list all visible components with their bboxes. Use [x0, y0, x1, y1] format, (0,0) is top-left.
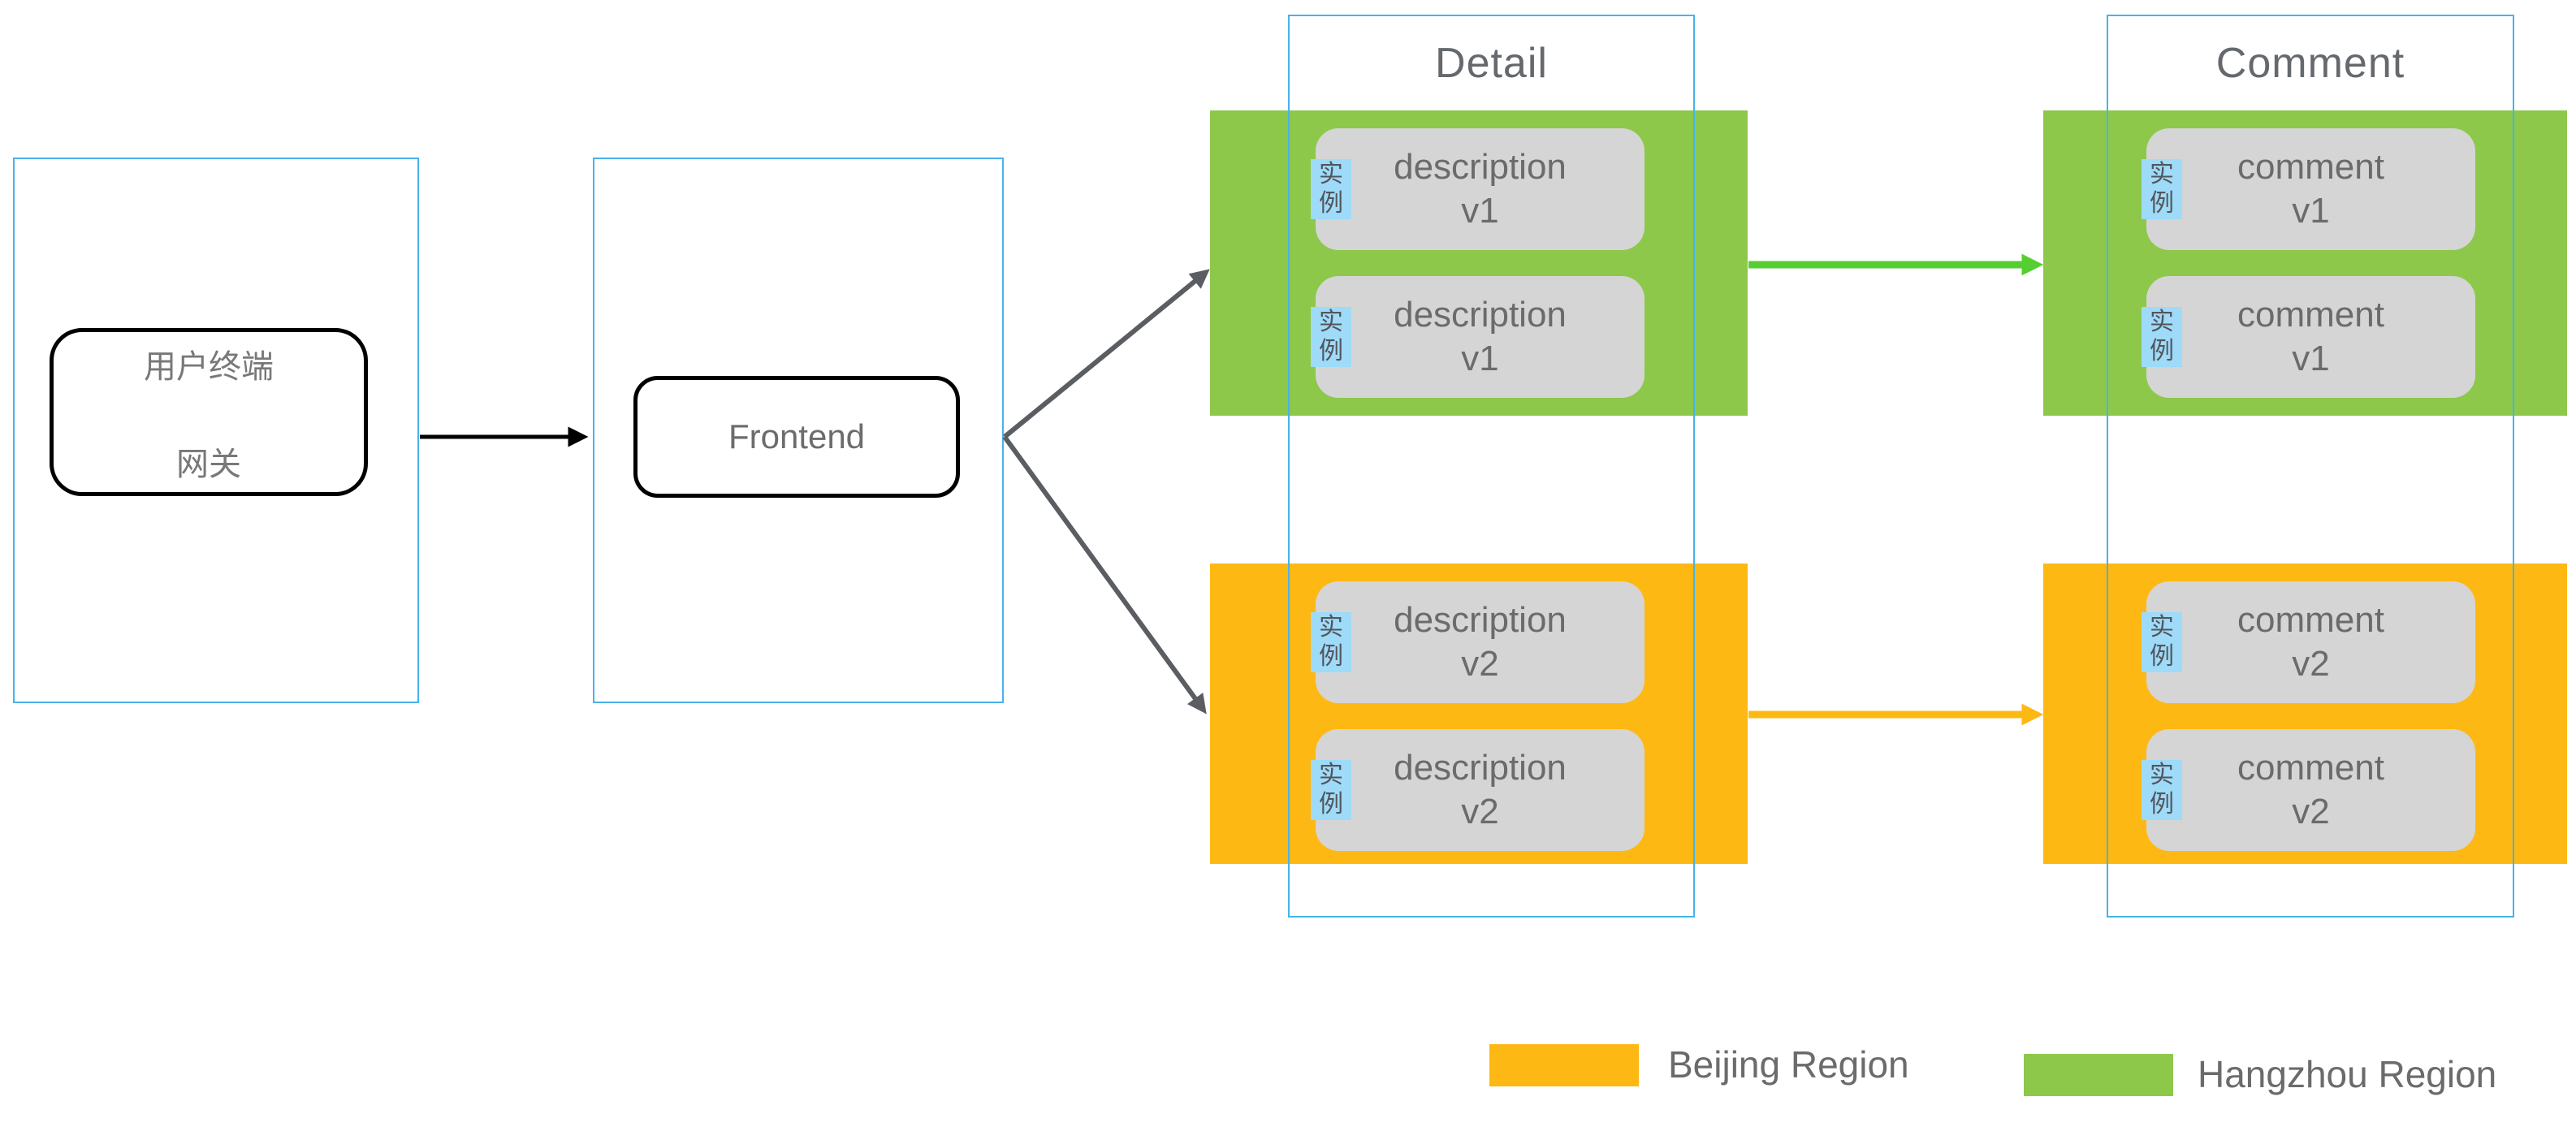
instance-version: v1 — [1461, 339, 1499, 378]
instance-label: comment — [2237, 600, 2384, 640]
instance-box-description-v2: 实 例 description v2 — [1311, 729, 1645, 851]
instance-version: v2 — [1461, 644, 1499, 684]
instance-tag: 实 例 — [1311, 159, 1351, 219]
instance-tag-char: 实 — [2150, 761, 2174, 789]
user-terminal-gateway-node: 用户终端 网关 — [50, 328, 368, 496]
instance-label: comment — [2237, 748, 2384, 788]
instance-tag-char: 例 — [2150, 642, 2174, 671]
instance-box-description-v2: 实 例 description v2 — [1311, 581, 1645, 703]
instance-tag-char: 例 — [1319, 790, 1343, 818]
instance-tag-char: 例 — [2150, 337, 2174, 365]
user-terminal-label: 用户终端 — [144, 348, 274, 385]
beijing-region-detail-band: 实 例 description v2 实 例 description v2 — [1210, 564, 1748, 864]
instance-box-comment-v1: 实 例 comment v1 — [2142, 128, 2475, 250]
instance-label: description — [1394, 748, 1567, 788]
instance-tag-char: 实 — [1319, 761, 1343, 789]
instance-box-description-v1: 实 例 description v1 — [1311, 128, 1645, 250]
instance-tag: 实 例 — [2142, 159, 2182, 219]
instance-tag: 实 例 — [2142, 612, 2182, 672]
instance-tag-char: 例 — [1319, 189, 1343, 218]
instance-version: v1 — [2292, 339, 2330, 378]
comment-column-title: Comment — [2215, 40, 2405, 87]
beijing-region-legend-label: Beijing Region — [1668, 1043, 1909, 1086]
instance-version: v2 — [2292, 792, 2330, 831]
instance-box-comment-v2: 实 例 comment v2 — [2142, 581, 2475, 703]
gateway-label: 网关 — [176, 446, 241, 482]
detail-column-title: Detail — [1435, 40, 1548, 87]
instance-label: description — [1394, 147, 1567, 187]
frontend-label: Frontend — [728, 417, 866, 456]
instance-box-comment-v1: 实 例 comment v1 — [2142, 276, 2475, 398]
instance-version: v1 — [2292, 191, 2330, 231]
hangzhou-region-detail-band: 实 例 description v1 实 例 description v1 — [1210, 110, 1748, 416]
instance-tag-char: 例 — [1319, 642, 1343, 671]
hangzhou-region-comment-band: 实 例 comment v1 实 例 comment v1 — [2043, 110, 2567, 416]
instance-label: comment — [2237, 147, 2384, 187]
instance-tag-char: 实 — [1319, 160, 1343, 188]
instance-version: v2 — [2292, 644, 2330, 684]
instance-tag-char: 实 — [1319, 308, 1343, 336]
frontend-to-beijing-detail-arrow — [1002, 435, 1207, 715]
instance-tag: 实 例 — [1311, 760, 1351, 820]
instance-box-description-v1: 实 例 description v1 — [1311, 276, 1645, 398]
instance-tag-char: 例 — [2150, 790, 2174, 818]
hangzhou-region-legend-swatch — [2024, 1054, 2173, 1096]
beijing-region-comment-band: 实 例 comment v2 实 例 comment v2 — [2043, 564, 2567, 864]
comment-column: Comment — [2107, 15, 2514, 918]
instance-tag: 实 例 — [1311, 612, 1351, 672]
instance-tag-char: 实 — [2150, 308, 2174, 336]
user-terminal-column — [13, 158, 419, 703]
instance-tag-char: 例 — [2150, 189, 2174, 218]
detail-column: Detail — [1288, 15, 1695, 918]
instance-tag-char: 实 — [2150, 613, 2174, 641]
instance-tag: 实 例 — [2142, 307, 2182, 367]
instance-label: description — [1394, 295, 1567, 335]
instance-tag: 实 例 — [1311, 307, 1351, 367]
instance-version: v2 — [1461, 792, 1499, 831]
hangzhou-region-legend-label: Hangzhou Region — [2198, 1053, 2497, 1095]
frontend-to-hangzhou-detail-arrow — [1003, 269, 1210, 439]
beijing-region-legend-swatch — [1489, 1044, 1639, 1086]
instance-tag-char: 实 — [2150, 160, 2174, 188]
frontend-column — [593, 158, 1004, 703]
instance-box-comment-v2: 实 例 comment v2 — [2142, 729, 2475, 851]
instance-tag: 实 例 — [2142, 760, 2182, 820]
instance-version: v1 — [1461, 191, 1499, 231]
instance-label: comment — [2237, 295, 2384, 335]
frontend-node: Frontend — [633, 376, 960, 498]
instance-tag-char: 例 — [1319, 337, 1343, 365]
instance-label: description — [1394, 600, 1567, 640]
instance-tag-char: 实 — [1319, 613, 1343, 641]
